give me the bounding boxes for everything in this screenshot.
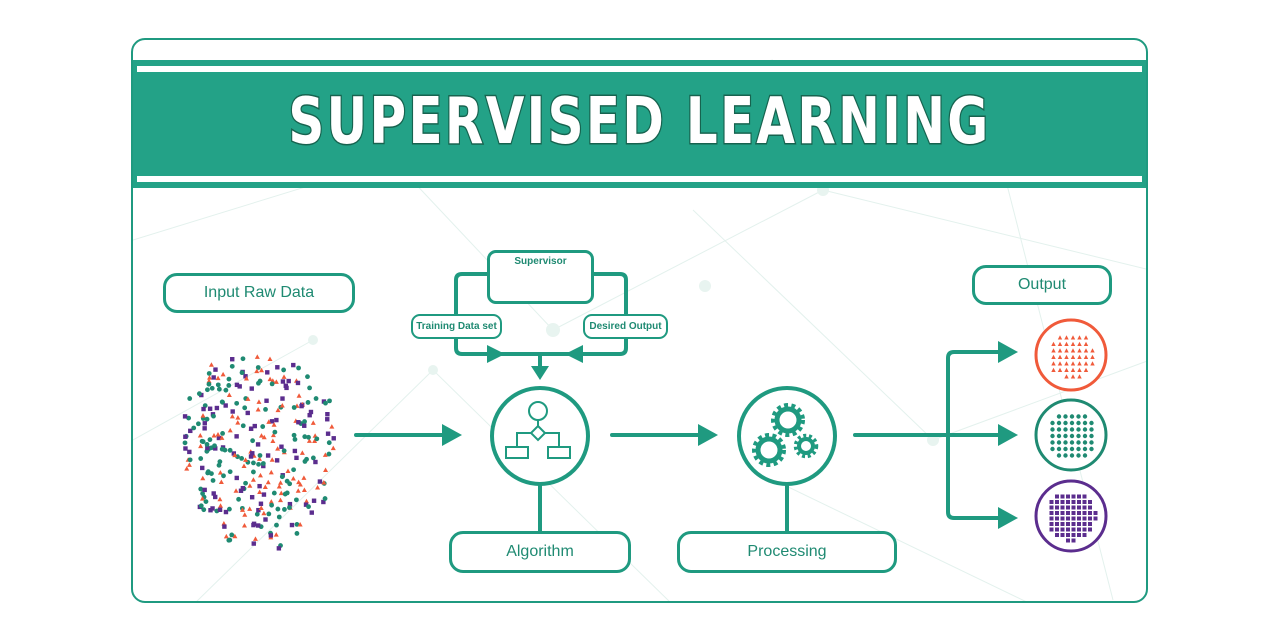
flowchart-icon	[505, 401, 571, 459]
algorithm-node	[490, 386, 590, 532]
page-title: SUPERVISED LEARNING	[287, 85, 991, 159]
algorithm-label: Algorithm	[449, 531, 631, 573]
supervisor-box: Supervisor	[487, 250, 594, 304]
output-triangles-cluster	[1034, 318, 1108, 392]
desired-output-text: Desired Output	[589, 321, 662, 332]
desired-output-label: Desired Output	[583, 314, 668, 339]
processing-node	[737, 386, 837, 532]
title-banner: SUPERVISED LEARNING	[133, 60, 1146, 188]
processing-text: Processing	[747, 543, 827, 560]
input-raw-data-scatter	[182, 354, 336, 551]
output-branches	[946, 350, 1000, 520]
output-text: Output	[1017, 276, 1067, 293]
processing-label: Processing	[677, 531, 897, 573]
gears-icon	[752, 403, 819, 467]
output-label: Output	[972, 265, 1112, 305]
output-circles-cluster	[1034, 398, 1108, 472]
supervisor-text: Supervisor	[514, 256, 567, 267]
training-data-set-text: Training Data set	[416, 321, 497, 332]
output-squares-cluster	[1034, 479, 1108, 553]
input-raw-data-text: Input Raw Data	[203, 284, 315, 301]
banner-rule-bottom	[137, 176, 1142, 182]
training-data-set-label: Training Data set	[411, 314, 502, 339]
algorithm-text: Algorithm	[506, 543, 574, 560]
loop-arrowheads	[487, 345, 583, 380]
banner-rule-top	[137, 66, 1142, 72]
input-raw-data-label: Input Raw Data	[163, 273, 355, 313]
diagram-frame: SUPERVISED LEARNING	[131, 38, 1148, 603]
